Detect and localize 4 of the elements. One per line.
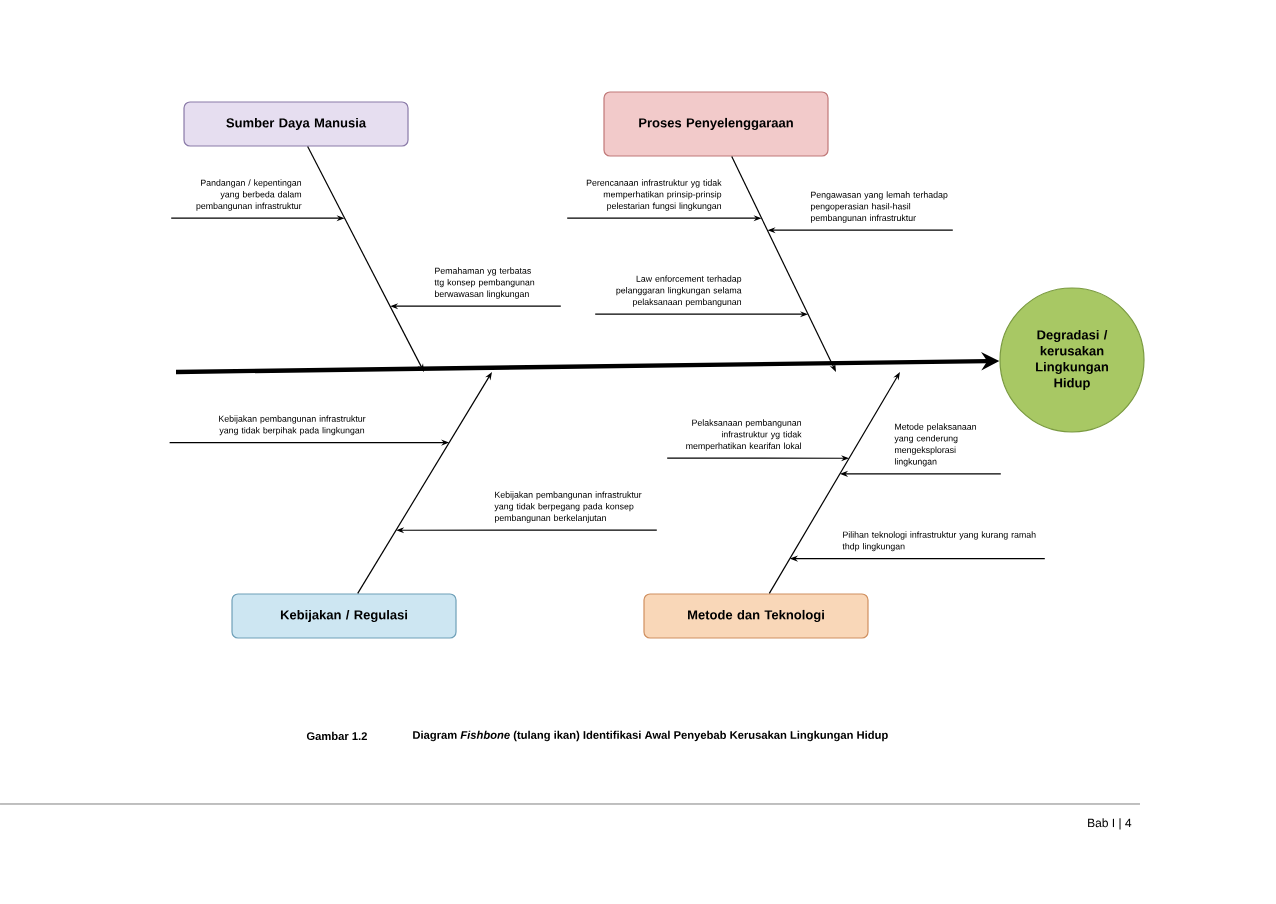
bone-arrow [307, 146, 424, 372]
bone-arrow [357, 372, 492, 594]
bone-arrow [768, 372, 900, 594]
bone-arrow [731, 156, 836, 372]
